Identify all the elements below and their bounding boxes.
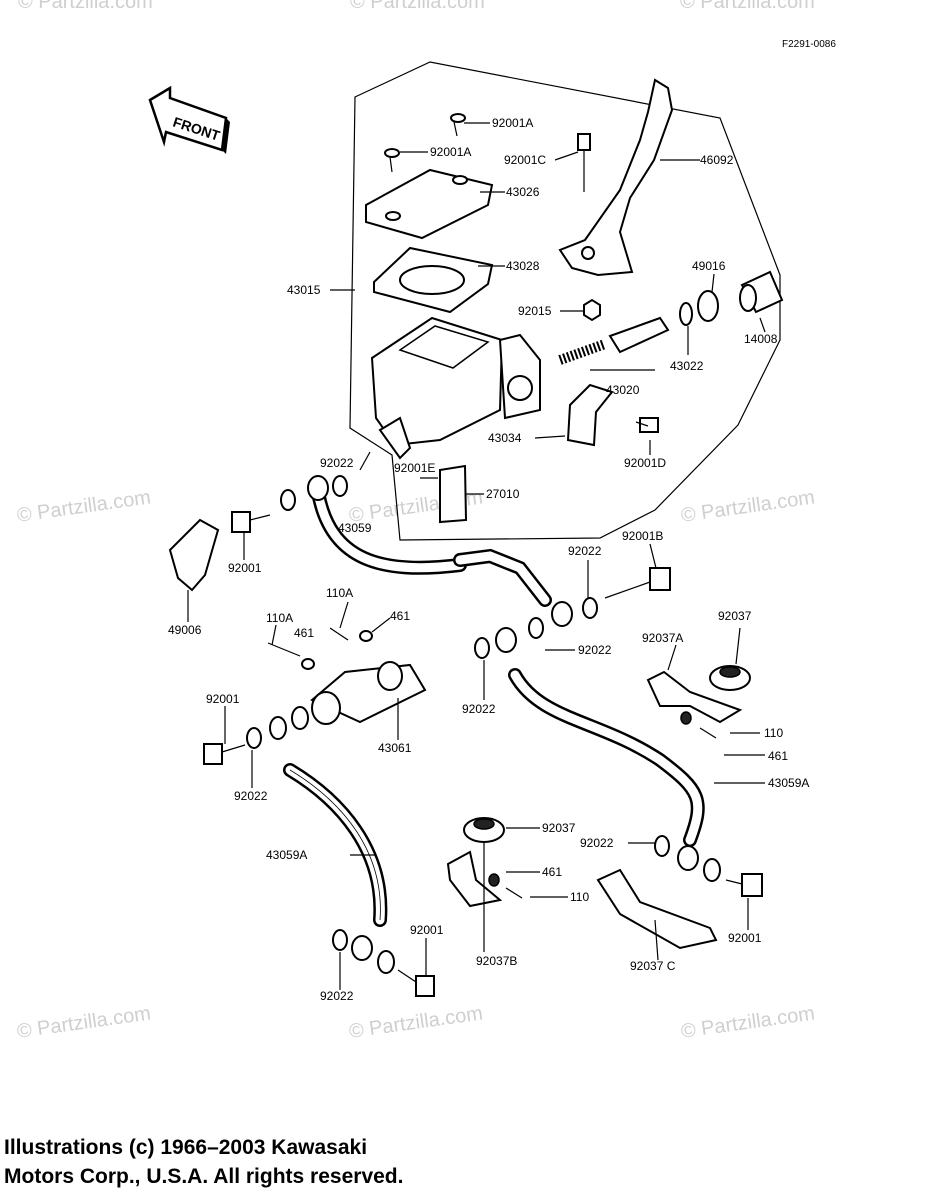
part-label: 14008 bbox=[744, 332, 778, 346]
part-label: 43034 bbox=[488, 431, 522, 445]
part-label: 92037A bbox=[642, 631, 683, 645]
part-label: 92022 bbox=[568, 544, 602, 558]
part-label: 49016 bbox=[692, 259, 726, 273]
part-label: 92001B bbox=[622, 529, 663, 543]
part-labels: 92001A 92001A 92001C 46092 43026 43028 4… bbox=[168, 116, 809, 1003]
copyright-notice: Illustrations (c) 1966–2003 Kawasaki Mot… bbox=[4, 1133, 704, 1191]
part-label: 92022 bbox=[320, 989, 354, 1003]
part-label: 92001 bbox=[206, 692, 240, 706]
part-label: 92022 bbox=[580, 836, 614, 850]
part-label: 43020 bbox=[606, 383, 640, 397]
part-label: 92015 bbox=[518, 304, 552, 318]
banjo-bolt bbox=[203, 475, 763, 997]
part-label: 461 bbox=[294, 626, 314, 640]
part-label: 43026 bbox=[506, 185, 540, 199]
figure-code: F2291-0086 bbox=[782, 39, 836, 50]
part-label: 92022 bbox=[462, 702, 496, 716]
part-label: 92022 bbox=[578, 643, 612, 657]
brake-lever bbox=[558, 78, 674, 277]
switch bbox=[439, 464, 468, 524]
clamp bbox=[566, 383, 614, 447]
watermark-group: © Partzilla.com © Partzilla.com © Partzi… bbox=[16, 0, 817, 1043]
part-label: 43015 bbox=[287, 283, 321, 297]
part-label: 43061 bbox=[378, 741, 412, 755]
part-label: 110A bbox=[266, 611, 293, 625]
watermark: © Partzilla.com bbox=[16, 1002, 153, 1043]
piston bbox=[608, 316, 670, 354]
watermark: © Partzilla.com bbox=[350, 0, 485, 13]
part-label: 92001 bbox=[728, 931, 762, 945]
part-label: 92001C bbox=[504, 153, 546, 167]
bracket bbox=[596, 868, 718, 950]
part-label: 27010 bbox=[486, 487, 520, 501]
part-label: 43059 bbox=[338, 521, 372, 535]
part-label: 92001A bbox=[492, 116, 533, 130]
front-arrow-icon: FRONT bbox=[148, 85, 230, 154]
part-label: 92001 bbox=[410, 923, 444, 937]
part-label: 92037B bbox=[476, 954, 517, 968]
part-label: 110A bbox=[326, 586, 353, 600]
leader-lines bbox=[187, 122, 766, 990]
watermark: © Partzilla.com bbox=[16, 486, 153, 527]
watermark: © Partzilla.com bbox=[680, 486, 817, 527]
part-label: 461 bbox=[390, 609, 410, 623]
part-label: 110 bbox=[570, 890, 589, 904]
part-label: 92022 bbox=[234, 789, 268, 803]
part-label: 92001D bbox=[624, 456, 666, 470]
bracket bbox=[646, 670, 743, 724]
watermark: © Partzilla.com bbox=[680, 1002, 817, 1043]
grommet bbox=[168, 518, 220, 592]
part-label: 43059A bbox=[266, 848, 307, 862]
screw-part bbox=[384, 113, 466, 173]
copyright-line: Illustrations (c) 1966–2003 Kawasaki bbox=[4, 1136, 368, 1159]
small-bolt bbox=[488, 711, 717, 899]
part-label: 92001 bbox=[228, 561, 262, 575]
watermark: © Partzilla.com bbox=[680, 0, 815, 13]
part-label: 92037 C bbox=[630, 959, 676, 973]
part-label: 92037 bbox=[542, 821, 576, 835]
part-label: 461 bbox=[542, 865, 562, 879]
part-label: 92022 bbox=[320, 456, 354, 470]
reservoir-cap bbox=[365, 168, 494, 240]
part-label: 461 bbox=[768, 749, 788, 763]
watermark: © Partzilla.com bbox=[348, 1002, 485, 1043]
nut bbox=[583, 298, 601, 322]
part-label: 92001E bbox=[394, 461, 435, 475]
watermark: © Partzilla.com bbox=[18, 0, 153, 13]
copyright-line: Motors Corp., U.S.A. All rights reserved… bbox=[4, 1165, 404, 1188]
part-label: 43028 bbox=[506, 259, 540, 273]
bracket bbox=[446, 850, 503, 908]
part-label: 92037 bbox=[718, 609, 752, 623]
part-label: 43059A bbox=[768, 776, 809, 790]
part-label: 46092 bbox=[700, 153, 734, 167]
part-label: 92001A bbox=[430, 145, 471, 159]
part-label: 43022 bbox=[670, 359, 704, 373]
part-label: 110 bbox=[764, 726, 783, 740]
part-label: 49006 bbox=[168, 623, 202, 637]
